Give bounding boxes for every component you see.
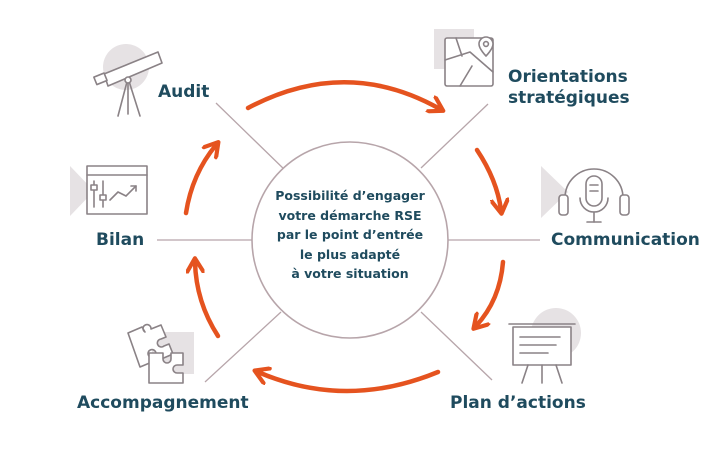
arrow-audit-to-orientations xyxy=(245,80,440,109)
center-line-1: Possibilité d’engager xyxy=(275,188,425,203)
center-circle xyxy=(251,141,449,339)
telescope-icon xyxy=(93,44,163,117)
label-orientations-line2: stratégiques xyxy=(508,88,630,108)
dashboard-window-icon xyxy=(70,165,148,216)
label-orientations-line1: Orientations xyxy=(508,67,628,87)
microphone-headphones-icon xyxy=(541,166,630,223)
map-pin-icon xyxy=(434,29,494,87)
center-line-5: à votre situation xyxy=(291,266,409,281)
label-orientations: Orientations stratégiques xyxy=(508,67,630,109)
label-accompagnement: Accompagnement xyxy=(77,393,249,413)
cycle-arrows xyxy=(183,80,506,394)
center-line-4: le plus adapté xyxy=(299,246,401,262)
arrow-orientations-to-communication xyxy=(474,147,501,210)
label-bilan: Bilan xyxy=(96,230,145,250)
center-line-2: votre démarche RSE xyxy=(278,207,422,223)
arrow-bilan-to-audit xyxy=(183,145,216,216)
connector-lines xyxy=(157,102,540,383)
spoke-audit xyxy=(215,102,289,174)
spoke-orientations xyxy=(420,103,489,169)
puzzle-icon xyxy=(127,323,194,384)
arrow-communication-to-plan xyxy=(476,259,506,326)
arrow-accompagnement-to-bilan xyxy=(195,262,221,339)
arrow-plan-to-accompagnement xyxy=(258,372,441,394)
center-text: Possibilité d’engager votre démarche RSE… xyxy=(252,186,448,284)
spoke-plan xyxy=(420,311,493,381)
presentation-board-icon xyxy=(508,308,581,384)
center-line-3: par le point d’entrée xyxy=(276,227,424,242)
label-communication: Communication xyxy=(551,230,700,250)
spoke-accompagnement xyxy=(204,311,282,383)
label-audit: Audit xyxy=(158,82,210,102)
label-plan-actions: Plan d’actions xyxy=(450,393,586,413)
